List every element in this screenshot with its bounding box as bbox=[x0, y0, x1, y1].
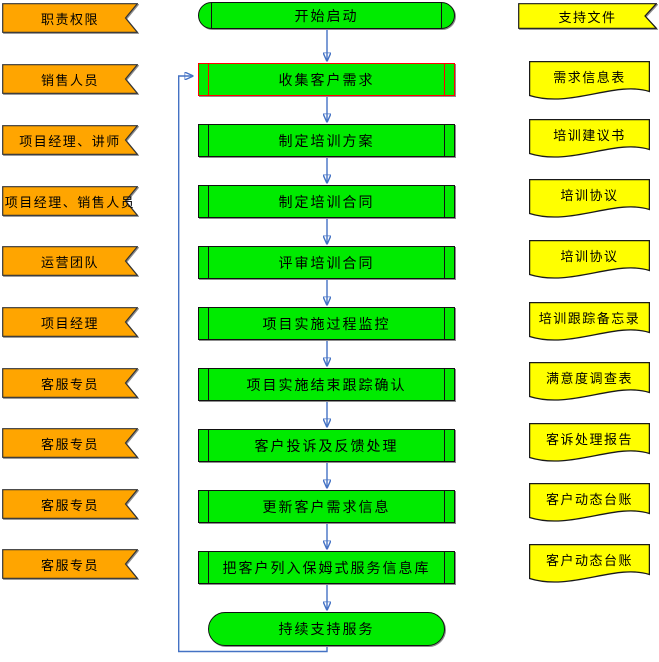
flow-step-label: 评审培训合同 bbox=[278, 256, 375, 272]
flow-step-label: 项目实施结束跟踪确认 bbox=[246, 378, 407, 394]
role-label: 职责权限 bbox=[40, 11, 99, 27]
flow-step-label: 制定培训合同 bbox=[278, 195, 375, 211]
banner-flag-shape bbox=[2, 186, 138, 216]
flow-start-terminator: 开始启动 bbox=[198, 2, 455, 29]
role-label: 销售人员 bbox=[40, 72, 99, 88]
document-wave-shape bbox=[529, 362, 650, 401]
banner-flag-shape bbox=[2, 64, 138, 94]
document-label: 培训跟踪备忘录 bbox=[538, 311, 641, 326]
flow-step: 项目实施过程监控 bbox=[198, 307, 455, 340]
role-label: 项目经理、销售人员 bbox=[4, 194, 136, 210]
document-shape: 培训协议 bbox=[529, 179, 650, 219]
banner-flag-shape bbox=[2, 368, 138, 398]
banner-flag-shape bbox=[2, 428, 138, 458]
role-banner: 项目经理、销售人员 bbox=[2, 186, 138, 216]
role-banner: 客服专员 bbox=[2, 489, 138, 519]
document-shape: 客诉处理报告 bbox=[529, 423, 650, 463]
banner-flag-shape bbox=[2, 125, 138, 155]
flow-step-label: 制定培训方案 bbox=[278, 134, 375, 150]
document-wave-shape bbox=[529, 179, 650, 218]
flow-end-label: 持续支持服务 bbox=[278, 623, 375, 638]
document-label: 满意度调查表 bbox=[545, 371, 633, 386]
flow-step-label: 客户投诉及反馈处理 bbox=[254, 439, 399, 455]
flow-step-label: 项目实施过程监控 bbox=[262, 317, 391, 333]
flow-step: 更新客户需求信息 bbox=[198, 490, 455, 523]
document-wave-shape bbox=[529, 119, 650, 158]
document-wave-shape bbox=[529, 423, 650, 462]
document-banner-header: 支持文件 bbox=[518, 3, 657, 29]
document-wave-shape bbox=[529, 544, 650, 583]
role-label: 客服专员 bbox=[40, 497, 99, 513]
document-label: 客户动态台账 bbox=[545, 492, 633, 507]
role-label: 项目经理、讲师 bbox=[19, 133, 121, 149]
document-label: 培训协议 bbox=[560, 249, 619, 264]
document-shape: 培训协议 bbox=[529, 240, 650, 280]
banner-flag-shape bbox=[2, 489, 138, 519]
document-shape: 需求信息表 bbox=[529, 61, 650, 101]
banner-flag-shape bbox=[2, 3, 138, 33]
role-label: 客服专员 bbox=[40, 376, 99, 392]
banner-flag-shape bbox=[518, 3, 657, 29]
flow-step-label: 把客户列入保姆式服务信息库 bbox=[222, 561, 431, 577]
flow-start-label: 开始启动 bbox=[294, 9, 359, 25]
loop-connector bbox=[178, 76, 328, 653]
document-shape: 培训建议书 bbox=[529, 119, 650, 159]
document-shape: 培训跟踪备忘录 bbox=[529, 302, 650, 342]
document-label: 培训建议书 bbox=[553, 128, 626, 143]
flow-step: 制定培训方案 bbox=[198, 124, 455, 157]
document-shape: 客户动态台账 bbox=[529, 483, 650, 523]
role-banner-header: 职责权限 bbox=[2, 3, 138, 33]
document-label: 需求信息表 bbox=[553, 70, 626, 85]
document-wave-shape bbox=[529, 302, 650, 341]
document-wave-shape bbox=[529, 61, 650, 100]
flow-step: 制定培训合同 bbox=[198, 185, 455, 218]
document-shape: 满意度调查表 bbox=[529, 362, 650, 402]
role-banner: 客服专员 bbox=[2, 549, 138, 579]
banner-flag-shape bbox=[2, 307, 138, 337]
role-label: 项目经理 bbox=[40, 315, 99, 331]
flow-end-terminator: 持续支持服务 bbox=[208, 612, 445, 646]
flow-step: 客户投诉及反馈处理 bbox=[198, 429, 455, 462]
document-wave-shape bbox=[529, 240, 650, 279]
role-label: 客服专员 bbox=[40, 557, 99, 573]
document-shape: 客户动态台账 bbox=[529, 544, 650, 584]
role-label: 运营团队 bbox=[40, 254, 99, 270]
process-column: 开始启动 收集客户需求 制定培训方案 制定培训合同 评审培训合同 项目实施过程监… bbox=[198, 0, 455, 662]
document-label: 客户动态台账 bbox=[545, 553, 633, 568]
role-label: 客服专员 bbox=[40, 436, 99, 452]
role-banner: 销售人员 bbox=[2, 64, 138, 94]
banner-flag-shape bbox=[2, 549, 138, 579]
flow-step: 把客户列入保姆式服务信息库 bbox=[198, 551, 455, 584]
role-banner: 客服专员 bbox=[2, 428, 138, 458]
flow-step-label: 收集客户需求 bbox=[278, 73, 375, 89]
banner-flag-shape bbox=[2, 246, 138, 276]
document-label: 培训协议 bbox=[560, 188, 619, 203]
flow-step: 评审培训合同 bbox=[198, 246, 455, 279]
document-wave-shape bbox=[529, 483, 650, 522]
flow-step: 项目实施结束跟踪确认 bbox=[198, 368, 455, 401]
role-banner: 项目经理 bbox=[2, 307, 138, 337]
role-banner: 运营团队 bbox=[2, 246, 138, 276]
role-banner: 客服专员 bbox=[2, 368, 138, 398]
document-label: 客诉处理报告 bbox=[545, 432, 633, 447]
role-banner: 项目经理、讲师 bbox=[2, 125, 138, 155]
flow-step-label: 更新客户需求信息 bbox=[262, 500, 391, 516]
flow-step-highlighted: 收集客户需求 bbox=[198, 63, 455, 96]
document-header-label: 支持文件 bbox=[558, 9, 617, 25]
